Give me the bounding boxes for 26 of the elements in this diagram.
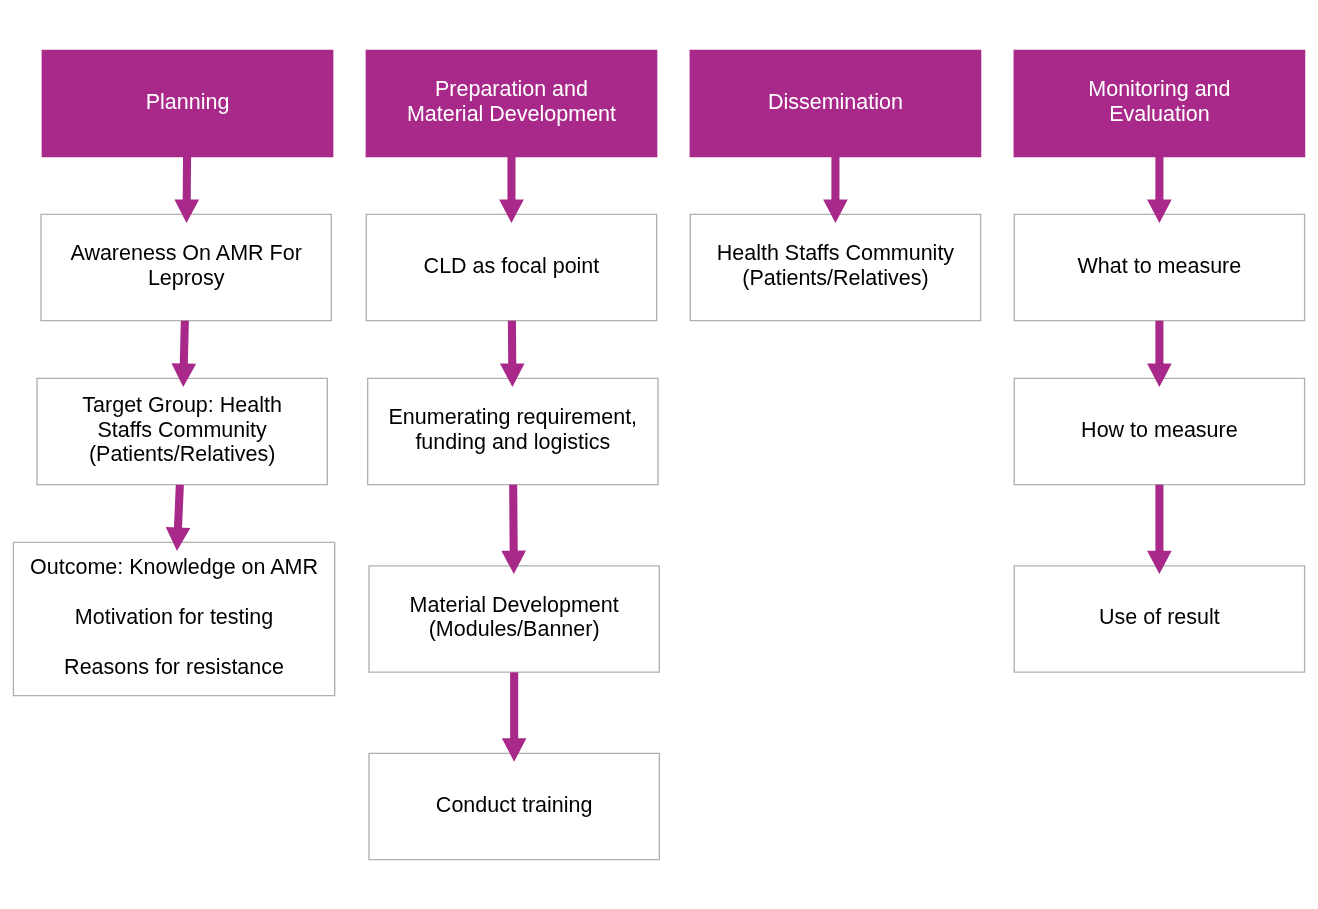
arrow bbox=[499, 320, 525, 387]
arrow bbox=[501, 671, 527, 762]
node-box: Use of result bbox=[1013, 564, 1306, 673]
node-box: How to measure bbox=[1013, 377, 1306, 485]
arrow bbox=[171, 320, 197, 387]
arrow bbox=[1147, 320, 1172, 387]
arrow bbox=[1147, 156, 1172, 223]
node-box: Conduct training bbox=[368, 752, 660, 860]
node-box: Dissemination bbox=[689, 49, 982, 157]
node-box: Material Development (Modules/Banner) bbox=[368, 564, 660, 673]
arrow bbox=[499, 156, 524, 223]
arrow bbox=[823, 156, 848, 223]
node-box: Target Group: Health Staffs Community (Patients/Relatives) bbox=[36, 377, 328, 485]
arrow bbox=[1147, 484, 1172, 574]
node-box: Monitoring and Evaluation bbox=[1013, 49, 1306, 157]
node-box: Enumerating requirement, funding and logistics bbox=[366, 377, 659, 485]
node-box: Health Staffs Community (Patients/Relatives) bbox=[689, 213, 982, 321]
node-box: Awareness On AMR For Leprosy bbox=[40, 213, 332, 321]
node-box: Planning bbox=[41, 49, 334, 157]
arrow bbox=[501, 484, 526, 574]
arrow bbox=[165, 484, 191, 551]
node-box: Preparation and Material Development bbox=[365, 49, 658, 157]
node-box: Outcome: Knowledge on AMR Motivation for testing Reasons for resistance bbox=[12, 541, 336, 696]
node-box: What to measure bbox=[1013, 213, 1306, 321]
arrow bbox=[174, 156, 200, 223]
node-box: CLD as focal point bbox=[365, 213, 658, 321]
